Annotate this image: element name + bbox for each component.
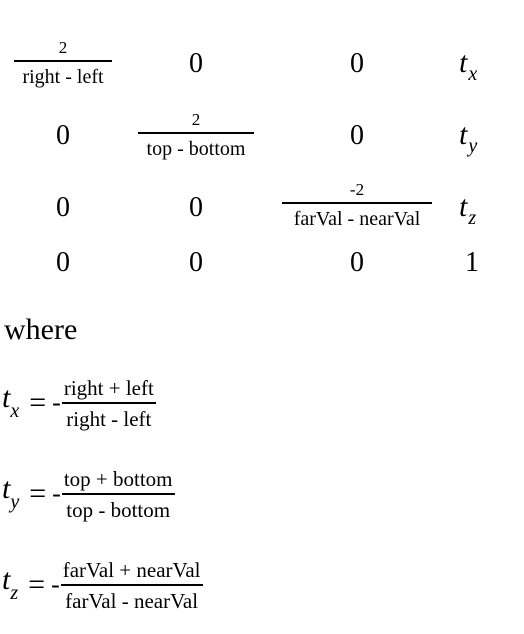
fraction-bar xyxy=(14,60,112,62)
fraction-numerator: right + left xyxy=(63,376,154,400)
equals-sign: = xyxy=(28,568,46,602)
fraction-bar xyxy=(61,493,175,495)
matrix-r3-c2: 0 xyxy=(189,192,203,223)
matrix-r3-c3: -2 farVal - nearVal xyxy=(282,180,432,231)
matrix-r2-c4: ty xyxy=(459,118,477,158)
equation-tx: tx = - right + left right - left xyxy=(2,376,156,431)
var-name: t xyxy=(2,380,11,414)
equation-fraction: farVal + nearVal farVal - nearVal xyxy=(60,558,203,613)
var-subscript: z xyxy=(10,581,19,604)
matrix-r1-c3: 0 xyxy=(350,48,364,79)
equation-lhs: tz xyxy=(2,562,18,604)
equation-fraction: right + left right - left xyxy=(61,376,156,431)
var-subscript: x xyxy=(468,63,478,85)
matrix-r1-c2: 0 xyxy=(189,48,203,79)
minus-sign: - xyxy=(52,388,61,418)
var-name: t xyxy=(459,118,468,151)
fraction-denominator: farVal - nearVal xyxy=(293,207,421,230)
matrix-r2-c3: 0 xyxy=(350,120,364,151)
fraction-numerator: 2 xyxy=(58,38,68,57)
equation-lhs: ty xyxy=(2,471,19,513)
matrix-r1-c1: 2 right - left xyxy=(14,38,112,89)
fraction-denominator: top - bottom xyxy=(146,137,246,160)
matrix-r1-c4: tx xyxy=(459,46,477,86)
fraction-numerator: -2 xyxy=(349,180,365,199)
var-subscript: y xyxy=(10,490,20,513)
fraction-denominator: top - bottom xyxy=(66,497,171,522)
matrix-r4-c4: 1 xyxy=(465,247,479,278)
var-name: t xyxy=(459,190,468,223)
equals-sign: = xyxy=(29,386,47,420)
var-subscript: x xyxy=(10,399,20,422)
fraction-bar xyxy=(138,132,254,134)
matrix-r3-c1: 0 xyxy=(56,192,70,223)
minus-sign: - xyxy=(51,570,60,600)
matrix-r4-c2: 0 xyxy=(189,247,203,278)
fraction-denominator: right - left xyxy=(22,65,104,88)
matrix-r3-c4: tz xyxy=(459,190,476,230)
matrix-r4-c3: 0 xyxy=(350,247,364,278)
equals-sign: = xyxy=(29,477,47,511)
var-subscript: y xyxy=(468,135,478,157)
var-name: t xyxy=(2,562,11,596)
minus-sign: - xyxy=(52,479,61,509)
fraction-numerator: top + bottom xyxy=(63,467,173,491)
where-label: where xyxy=(4,313,78,346)
matrix-r2-c1: 0 xyxy=(56,120,70,151)
fraction-bar xyxy=(60,584,203,586)
equation-lhs: tx xyxy=(2,380,19,422)
var-name: t xyxy=(2,471,11,505)
fraction-bar xyxy=(61,402,156,404)
fraction-denominator: farVal - nearVal xyxy=(65,588,199,613)
equation-fraction: top + bottom top - bottom xyxy=(61,467,175,522)
fraction-numerator: 2 xyxy=(191,110,201,129)
fraction-bar xyxy=(282,202,432,204)
matrix-r2-c2: 2 top - bottom xyxy=(138,110,254,161)
equation-tz: tz = - farVal + nearVal farVal - nearVal xyxy=(2,558,203,613)
fraction-denominator: right - left xyxy=(66,406,152,431)
fraction-numerator: farVal + nearVal xyxy=(62,558,201,582)
equation-ty: ty = - top + bottom top - bottom xyxy=(2,467,175,522)
matrix-r4-c1: 0 xyxy=(56,247,70,278)
var-name: t xyxy=(459,46,468,79)
var-subscript: z xyxy=(468,207,477,229)
